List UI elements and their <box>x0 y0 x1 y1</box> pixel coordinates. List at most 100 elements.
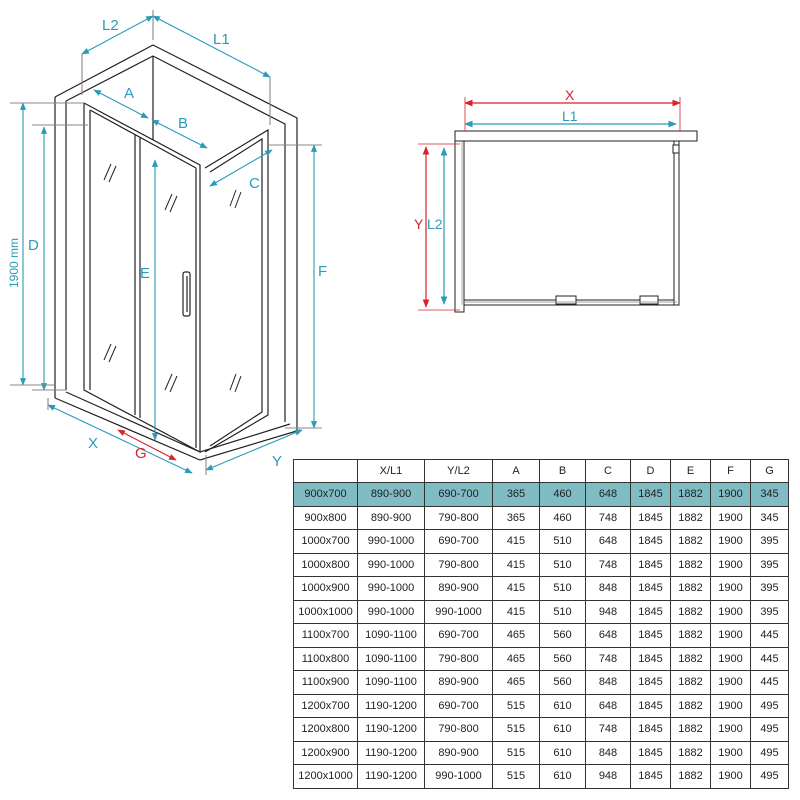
value-cell: 948 <box>585 764 631 789</box>
g-dimension <box>117 429 177 461</box>
value-cell: 1190-1200 <box>357 717 425 742</box>
value-cell: 1090-1100 <box>357 646 425 671</box>
value-cell: 1900 <box>710 529 751 554</box>
value-cell: 990-1000 <box>424 764 493 789</box>
value-cell: 748 <box>585 505 631 530</box>
value-cell: 1882 <box>670 740 711 765</box>
value-cell: 1845 <box>630 529 671 554</box>
value-cell: 990-1000 <box>357 599 425 624</box>
value-cell: 1900 <box>710 670 751 695</box>
value-cell: 495 <box>750 717 789 742</box>
value-cell: 515 <box>492 764 540 789</box>
plan-label-x: X <box>565 87 575 103</box>
value-cell: 690-700 <box>424 482 493 507</box>
value-cell: 1845 <box>630 717 671 742</box>
value-cell: 748 <box>585 552 631 577</box>
value-cell: 1845 <box>630 693 671 718</box>
dimension-lines <box>10 10 322 475</box>
value-cell: 415 <box>492 529 540 554</box>
value-cell: 1882 <box>670 717 711 742</box>
label-b: B <box>178 115 188 132</box>
value-cell: 560 <box>539 623 586 648</box>
value-cell: 990-1000 <box>357 576 425 601</box>
value-cell: 1900 <box>710 693 751 718</box>
value-cell: 1900 <box>710 717 751 742</box>
size-cell: 1200x900 <box>293 740 358 765</box>
value-cell: 948 <box>585 599 631 624</box>
label-c: C <box>249 175 260 192</box>
label-g: G <box>135 445 147 462</box>
value-cell: 465 <box>492 646 540 671</box>
size-cell: 1000x700 <box>293 529 358 554</box>
value-cell: 495 <box>750 693 789 718</box>
value-cell: 1882 <box>670 693 711 718</box>
label-x: X <box>88 435 98 452</box>
label-l2: L2 <box>102 17 119 34</box>
header-cell: E <box>670 459 711 483</box>
value-cell: 890-900 <box>424 670 493 695</box>
value-cell: 748 <box>585 717 631 742</box>
value-cell: 1900 <box>710 505 751 530</box>
size-cell: 1200x700 <box>293 693 358 718</box>
glass-reflections <box>103 163 242 393</box>
value-cell: 1845 <box>630 599 671 624</box>
value-cell: 890-900 <box>424 740 493 765</box>
header-cell: D <box>630 459 671 483</box>
plan-walls <box>454 130 698 313</box>
value-cell: 1882 <box>670 529 711 554</box>
header-cell: Y/L2 <box>424 459 493 483</box>
value-cell: 1845 <box>630 623 671 648</box>
value-cell: 1882 <box>670 552 711 577</box>
value-cell: 1190-1200 <box>357 764 425 789</box>
value-cell: 1845 <box>630 740 671 765</box>
value-cell: 1882 <box>670 764 711 789</box>
value-cell: 1900 <box>710 623 751 648</box>
value-cell: 648 <box>585 529 631 554</box>
value-cell: 415 <box>492 599 540 624</box>
value-cell: 790-800 <box>424 505 493 530</box>
value-cell: 1190-1200 <box>357 740 425 765</box>
value-cell: 395 <box>750 599 789 624</box>
value-cell: 848 <box>585 740 631 765</box>
iso-labels: L2 L1 A B C D E F X Y G 1900 mm <box>7 17 327 470</box>
value-cell: 495 <box>750 764 789 789</box>
value-cell: 610 <box>539 693 586 718</box>
plan-dimensions <box>418 97 681 311</box>
value-cell: 460 <box>539 505 586 530</box>
value-cell: 1882 <box>670 623 711 648</box>
table-header-row: X/L1 Y/L2 A B C D E F G <box>293 459 789 483</box>
value-cell: 515 <box>492 740 540 765</box>
value-cell: 1900 <box>710 646 751 671</box>
value-cell: 365 <box>492 505 540 530</box>
value-cell: 790-800 <box>424 646 493 671</box>
value-cell: 510 <box>539 552 586 577</box>
header-cell: X/L1 <box>357 459 425 483</box>
value-cell: 610 <box>539 740 586 765</box>
value-cell: 848 <box>585 576 631 601</box>
size-cell: 1100x700 <box>293 623 358 648</box>
value-cell: 1845 <box>630 552 671 577</box>
value-cell: 1845 <box>630 670 671 695</box>
value-cell: 890-900 <box>357 482 425 507</box>
value-cell: 1900 <box>710 576 751 601</box>
value-cell: 1845 <box>630 646 671 671</box>
value-cell: 395 <box>750 529 789 554</box>
size-cell: 1000x1000 <box>293 599 358 624</box>
value-cell: 510 <box>539 529 586 554</box>
value-cell: 1845 <box>630 505 671 530</box>
value-cell: 415 <box>492 576 540 601</box>
label-y: Y <box>272 453 282 470</box>
value-cell: 990-1000 <box>424 599 493 624</box>
label-d: D <box>28 237 39 254</box>
value-cell: 1882 <box>670 599 711 624</box>
header-cell: G <box>750 459 789 483</box>
